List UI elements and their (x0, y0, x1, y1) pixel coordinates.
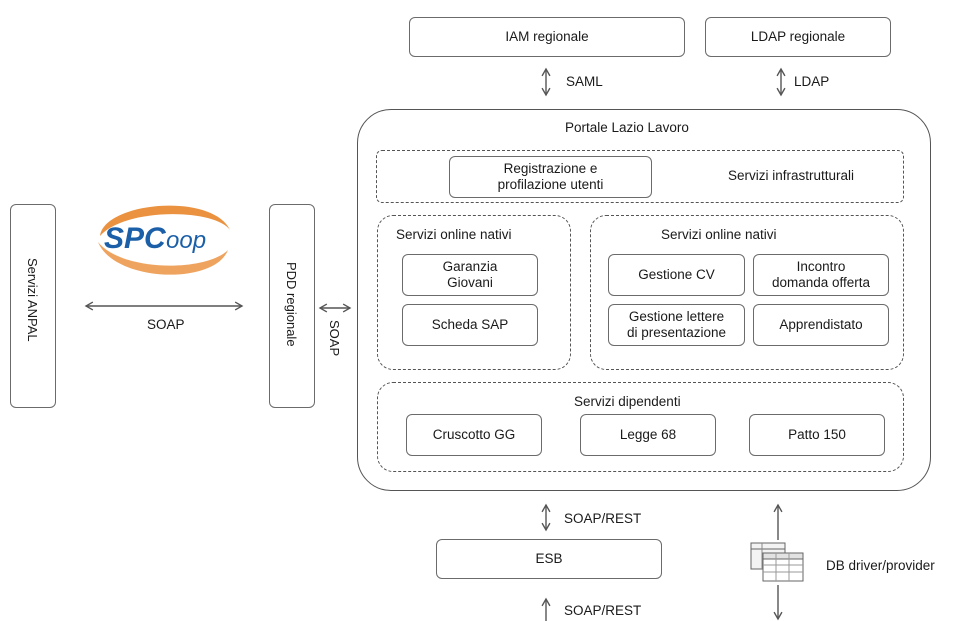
soap-rest-top-label: SOAP/REST (564, 511, 642, 526)
legge-68-box: Legge 68 (580, 414, 716, 456)
servizi-infrastrutturali-label: Servizi infrastrutturali (728, 168, 855, 183)
gestione-cv-box: Gestione CV (608, 254, 745, 296)
saml-label: SAML (566, 74, 603, 89)
gestione-lettere-box: Gestione lettere di presentazione (608, 304, 745, 346)
pdd-regionale-box (269, 204, 315, 408)
svg-text:SPC: SPC (104, 222, 167, 255)
soap-label-vertical: SOAP (327, 320, 342, 357)
servizi-infrastrutturali-group (376, 150, 904, 203)
registrazione-box: Registrazione e profilazione utenti (449, 156, 652, 198)
svg-text:oop: oop (166, 227, 206, 254)
incontro-domanda-offerta-box: Incontro domanda offerta (753, 254, 889, 296)
servizi-anpal-label: Servizi ANPAL (25, 258, 40, 342)
pdd-regionale-label: PDD regionale (284, 262, 299, 347)
servizi-anpal-box (10, 204, 56, 408)
database-table-icon (750, 542, 804, 582)
ldap-regionale-box: LDAP regionale (705, 17, 891, 57)
servizi-nativi-right-title: Servizi online nativi (661, 227, 777, 242)
servizi-nativi-left-title: Servizi online nativi (396, 227, 512, 242)
portale-lazio-lavoro (357, 109, 931, 491)
servizi-dipendenti-group (377, 382, 904, 472)
ldap-label: LDAP (794, 74, 830, 89)
patto-150-box: Patto 150 (749, 414, 885, 456)
spcoop-logo: SPC oop (98, 205, 230, 275)
portal-title: Portale Lazio Lavoro (565, 120, 689, 135)
cruscotto-gg-box: Cruscotto GG (406, 414, 542, 456)
apprendistato-box: Apprendistato (753, 304, 889, 346)
db-driver-label: DB driver/provider (826, 558, 935, 573)
servizi-dipendenti-title: Servizi dipendenti (574, 394, 681, 409)
iam-regionale-box: IAM regionale (409, 17, 685, 57)
servizi-nativi-left-group (377, 215, 571, 370)
esb-box: ESB (436, 539, 662, 579)
soap-label-left: SOAP (147, 317, 185, 332)
garanzia-giovani-box: Garanzia Giovani (402, 254, 538, 296)
soap-rest-bottom-label: SOAP/REST (564, 603, 642, 618)
servizi-nativi-right-group (590, 215, 904, 370)
scheda-sap-box: Scheda SAP (402, 304, 538, 346)
